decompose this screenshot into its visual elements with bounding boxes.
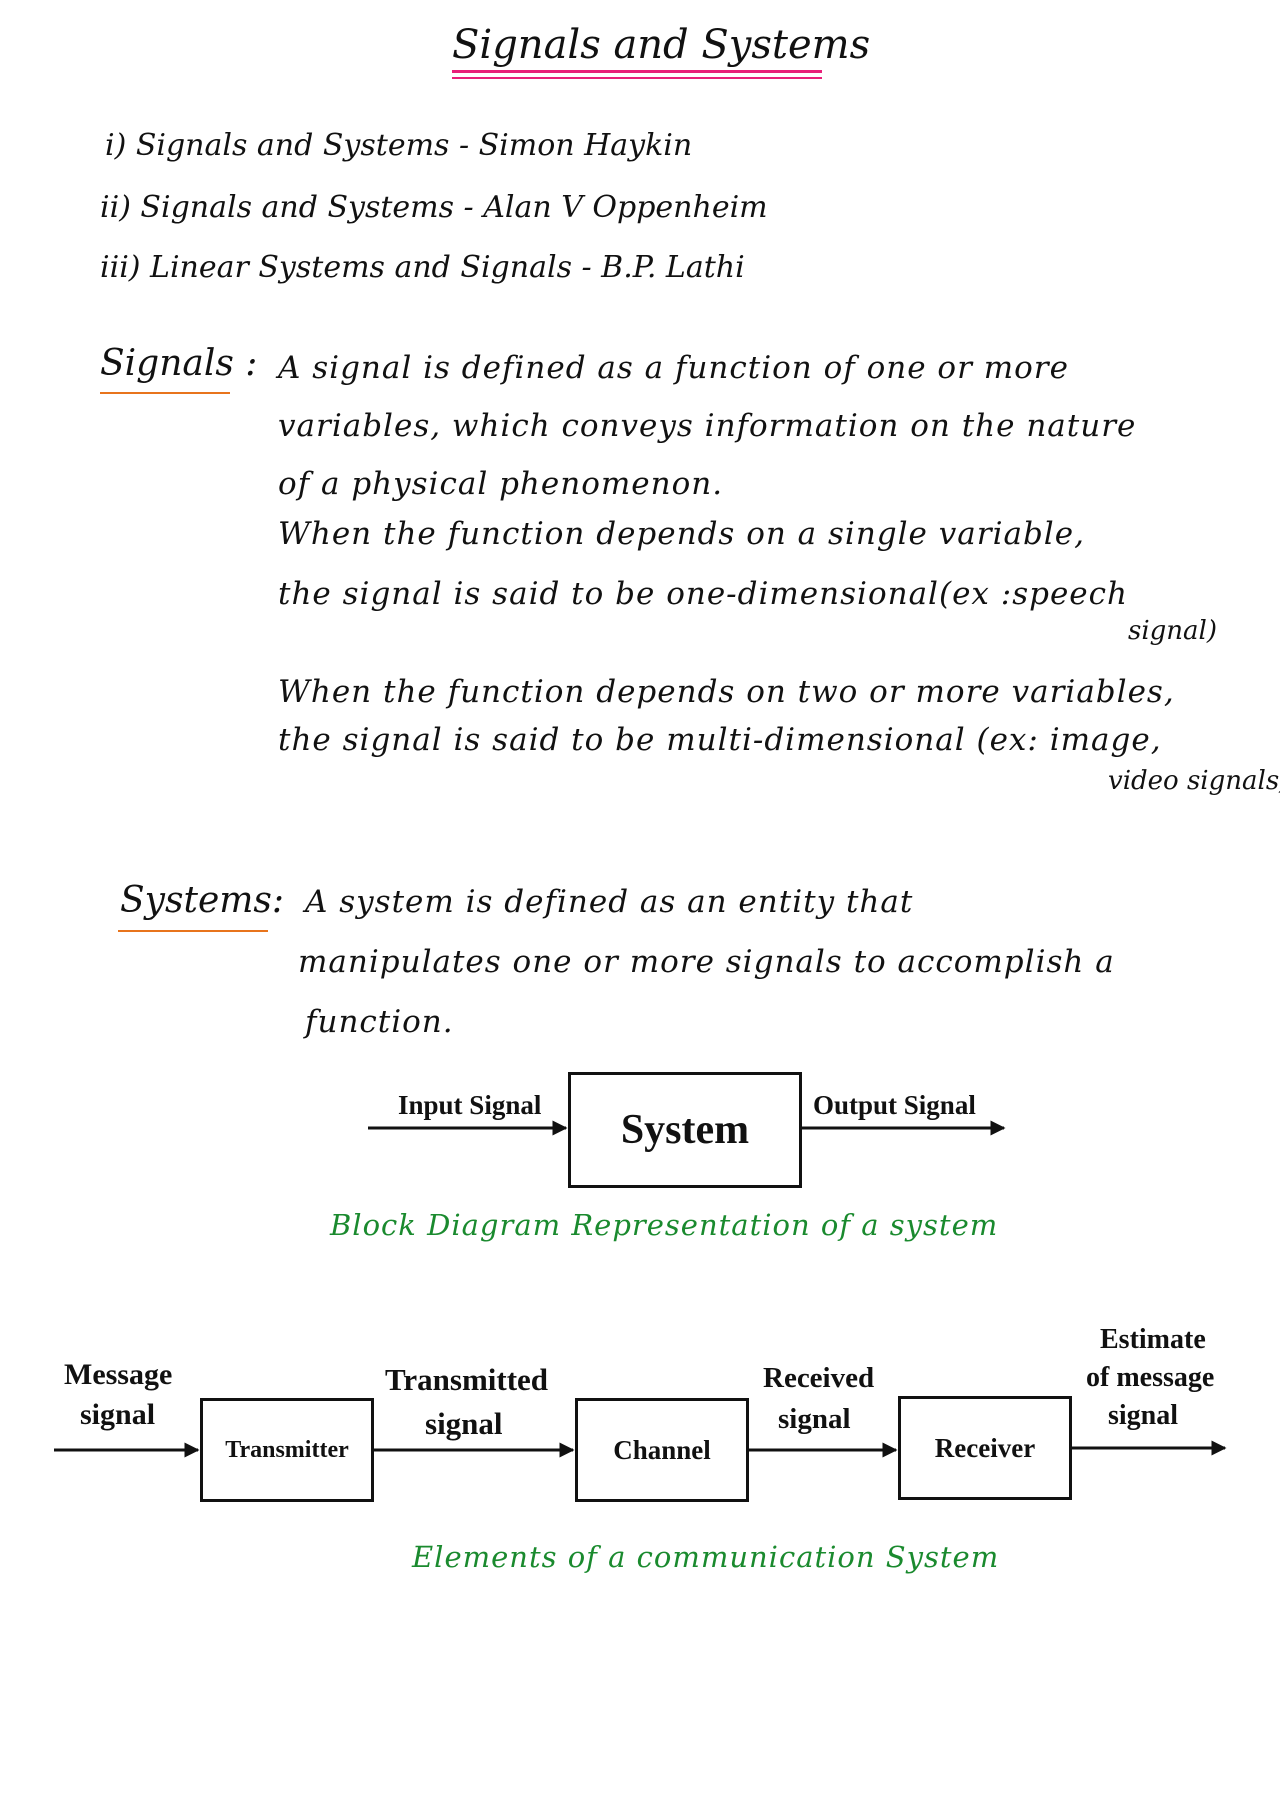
systems-line: manipulates one or more signals to accom… [298, 944, 1115, 980]
title-underline [452, 70, 822, 73]
system-block-label: System [620, 1107, 750, 1153]
estimate-signal-label: signal [1108, 1400, 1179, 1431]
signals-line: the signal is said to be one-dimensional… [278, 576, 1128, 612]
input-signal-label: Input Signal [398, 1090, 542, 1120]
title-underline-second [452, 77, 822, 79]
signals-line: the signal is said to be multi-dimension… [278, 722, 1162, 758]
received-signal-label: Received [763, 1362, 875, 1394]
reference-item: i) Signals and Systems - Simon Haykin [105, 128, 693, 163]
signals-label-underline [100, 392, 230, 394]
reference-item: ii) Signals and Systems - Alan V Oppenhe… [100, 190, 768, 225]
channel-label: Channel [613, 1434, 711, 1465]
receiver-label: Receiver [934, 1432, 1036, 1463]
estimate-signal-label: of message [1086, 1362, 1215, 1393]
estimate-signal-label: Estimate [1100, 1324, 1206, 1355]
signals-line: When the function depends on a single va… [278, 516, 1085, 552]
systems-line: A system is defined as an entity that [305, 884, 914, 920]
reference-item: iii) Linear Systems and Signals - B.P. L… [100, 250, 745, 285]
transmitter-label: Transmitter [225, 1436, 349, 1463]
block-diagram-caption: Block Diagram Representation of a system [330, 1208, 999, 1242]
systems-label: Systems: [120, 880, 284, 921]
received-signal-label: signal [778, 1403, 851, 1435]
transmitted-signal-label: Transmitted [385, 1362, 549, 1397]
signals-label: Signals : [100, 343, 258, 384]
comm-diagram-caption: Elements of a communication System [412, 1540, 1000, 1574]
signals-line: of a physical phenomenon. [278, 466, 724, 502]
system-block: System [568, 1072, 802, 1188]
systems-label-underline [118, 930, 268, 932]
signals-line: A signal is defined as a function of one… [278, 350, 1069, 386]
page-title: Signals and Systems [452, 22, 871, 68]
message-signal-label: Message [64, 1358, 173, 1391]
signals-line: signal) [1128, 616, 1218, 646]
receiver-block: Receiver [898, 1396, 1072, 1500]
signals-line: When the function depends on two or more… [278, 674, 1175, 710]
message-signal-label: signal [80, 1398, 156, 1431]
transmitted-signal-label: signal [425, 1406, 503, 1441]
systems-line: function. [305, 1004, 454, 1040]
transmitter-block: Transmitter [200, 1398, 374, 1502]
signals-line: variables, which conveys information on … [278, 408, 1137, 444]
channel-block: Channel [575, 1398, 749, 1502]
output-signal-label: Output Signal [813, 1090, 976, 1120]
signals-line: video signals) [1108, 766, 1280, 796]
